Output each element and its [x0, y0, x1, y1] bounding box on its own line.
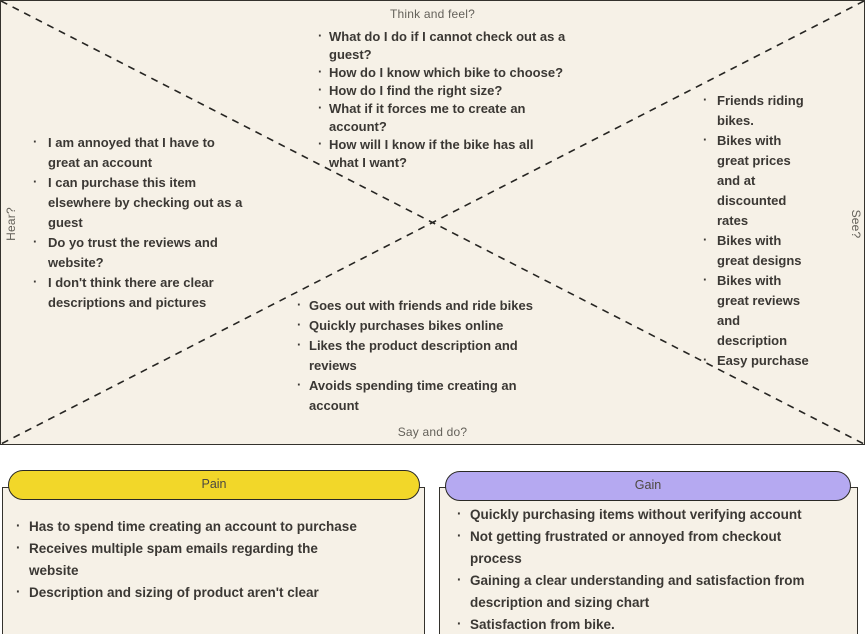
list-item: Satisfaction from bike.: [456, 613, 852, 634]
list-item: Bikes with great prices and at discounte…: [702, 130, 837, 231]
list-item: Quickly purchases bikes online: [296, 315, 596, 336]
see-list: Friends riding bikes. Bikes with great p…: [702, 90, 837, 371]
list-item: I can purchase this item elsewhere by ch…: [32, 172, 270, 233]
list-item: Bikes with great designs: [702, 230, 837, 271]
list-item: Gaining a clear understanding and satisf…: [456, 569, 852, 614]
think-and-feel-label: Think and feel?: [389, 7, 476, 21]
list-item: Friends riding bikes.: [702, 90, 837, 131]
gain-list: Quickly purchasing items without verifyi…: [456, 503, 852, 634]
list-item: What do I do if I cannot check out as a …: [317, 27, 579, 64]
say-and-do-list: Goes out with friends and ride bikes Qui…: [296, 295, 596, 416]
list-item: Avoids spending time creating an account: [296, 375, 596, 416]
gain-header: Gain: [445, 471, 851, 501]
list-item: Description and sizing of product aren't…: [15, 581, 417, 604]
list-item: Bikes with great reviews and description: [702, 270, 837, 351]
list-item: Goes out with friends and ride bikes: [296, 295, 596, 316]
hear-label: Hear?: [4, 207, 18, 241]
list-item: Receives multiple spam emails regarding …: [15, 537, 417, 582]
pain-list: Has to spend time creating an account to…: [15, 515, 417, 604]
think-and-feel-list: What do I do if I cannot check out as a …: [317, 27, 579, 172]
list-item: Not getting frustrated or annoyed from c…: [456, 525, 852, 570]
empathy-map: Think and feel? Say and do? Hear? See? W…: [0, 0, 865, 445]
list-item: Do yo trust the reviews and website?: [32, 232, 270, 273]
pain-header: Pain: [8, 470, 420, 500]
list-item: How will I know if the bike has all what…: [317, 135, 579, 172]
see-label: See?: [849, 209, 863, 239]
list-item: How do I find the right size?: [317, 81, 579, 100]
list-item: How do I know which bike to choose?: [317, 63, 579, 82]
say-and-do-label: Say and do?: [397, 425, 468, 439]
list-item: What if it forces me to create an accoun…: [317, 99, 579, 136]
list-item: Has to spend time creating an account to…: [15, 515, 417, 538]
list-item: Quickly purchasing items without verifyi…: [456, 503, 852, 526]
list-item: I don't think there are clear descriptio…: [32, 272, 270, 313]
list-item: I am annoyed that I have to great an acc…: [32, 132, 270, 173]
list-item: Easy purchase: [702, 350, 837, 371]
hear-list: I am annoyed that I have to great an acc…: [32, 132, 270, 313]
list-item: Likes the product description and review…: [296, 335, 596, 376]
